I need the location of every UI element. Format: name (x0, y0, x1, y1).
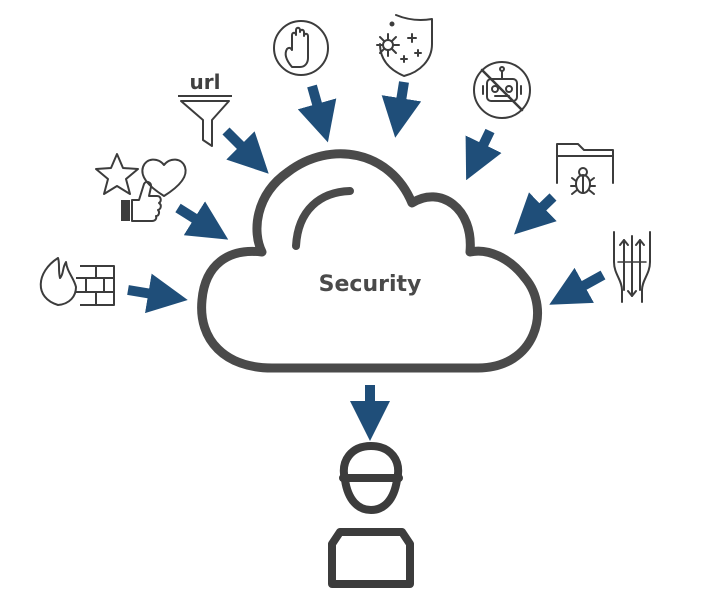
arrow-threat-shield (381, 81, 422, 138)
cloud-label: Security (319, 272, 422, 297)
arrow-bot-block (465, 128, 502, 181)
arrow-traffic-flow (549, 267, 606, 305)
security-cloud: Security (197, 149, 543, 373)
raised-hand-stop-icon (273, 20, 329, 76)
arrows (127, 81, 606, 441)
thumb-hand (131, 180, 162, 222)
user-shoulders (328, 528, 414, 588)
cloud-inner-arc (292, 187, 354, 250)
arrow-malware-folder (514, 192, 557, 235)
bidirectional-traffic-icon (613, 231, 651, 303)
user-avatar-icon (328, 442, 414, 588)
no-bot-icon (473, 61, 531, 119)
url-filter-funnel-icon: url (178, 70, 232, 147)
firewall-flame-wall-icon (39, 257, 115, 306)
star-heart-thumbs-up-icon (95, 153, 187, 222)
url-label: url (190, 70, 221, 94)
arrow-reputation (175, 201, 229, 240)
thumb-cuff (121, 200, 130, 221)
arrow-url-filter (222, 127, 269, 174)
cloud-outline (197, 149, 543, 373)
arrow-firewall (127, 273, 188, 314)
bug-folder-icon (556, 143, 614, 195)
heart-shape (141, 158, 187, 197)
arrow-access-block (297, 84, 337, 143)
star-shape (95, 153, 139, 195)
virus-shield-icon (376, 14, 433, 77)
